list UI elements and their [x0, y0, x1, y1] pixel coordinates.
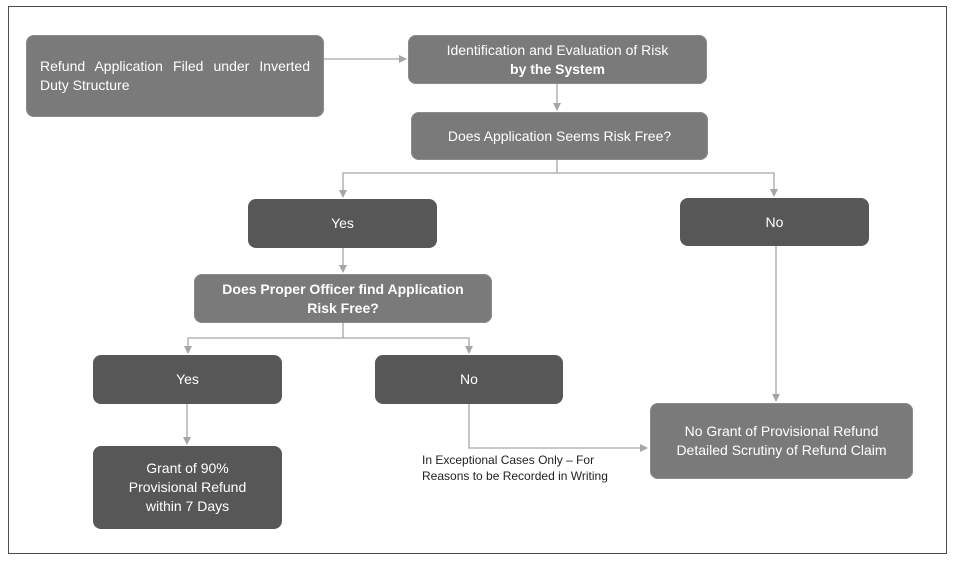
node-officer-question-line1: Does Proper Officer find Application — [222, 280, 464, 297]
node-application-filed-text: Refund Application Filed under Inverted … — [40, 58, 310, 93]
node-no-officer: No — [375, 355, 563, 404]
node-no-officer-text: No — [460, 371, 478, 387]
arrow-officer-to-no — [343, 337, 473, 354]
node-no-system-text: No — [765, 213, 784, 230]
connector-question-split — [339, 160, 558, 198]
node-no-system: No — [680, 198, 869, 246]
node-application-filed: Refund Application Filed under Inverted … — [26, 35, 324, 117]
arrow-question-to-no — [557, 172, 778, 197]
node-yes-officer: Yes — [93, 355, 282, 404]
annotation-exceptional-line1: In Exceptional Cases Only – For — [422, 453, 595, 467]
annotation-exceptional-cases: In Exceptional Cases Only – For Reasons … — [422, 452, 630, 484]
connector-officer-split — [184, 323, 344, 354]
node-identification-line1: Identification and Evaluation of Risk — [446, 41, 669, 58]
diagram-frame — [8, 6, 947, 554]
node-officer-question-line2: Risk Free? — [307, 299, 379, 316]
node-risk-free-question-text: Does Application Seems Risk Free? — [447, 127, 672, 144]
node-identification-line2: by the System — [510, 60, 605, 77]
node-yes-system: Yes — [248, 199, 437, 248]
node-no-grant-scrutiny: No Grant of Provisional Refund Detailed … — [650, 403, 913, 479]
annotation-exceptional-line2: Reasons to be Recorded in Writing — [422, 469, 608, 483]
node-grant-line1: Grant of 90% — [146, 460, 229, 476]
node-identification: Identification and Evaluation of Risk by… — [408, 35, 707, 84]
node-yes-system-text: Yes — [331, 215, 354, 231]
node-yes-officer-text: Yes — [176, 371, 199, 387]
node-no-grant-line1: No Grant of Provisional Refund — [684, 423, 879, 439]
node-no-grant-line2: Detailed Scrutiny of Refund Claim — [676, 442, 887, 458]
arrow-no-to-no-grant-exceptional — [468, 404, 648, 452]
node-grant-line2: Provisional Refund — [128, 479, 247, 495]
node-officer-question: Does Proper Officer find Application Ris… — [194, 274, 492, 323]
node-risk-free-question: Does Application Seems Risk Free? — [411, 112, 708, 160]
node-grant-provisional-refund: Grant of 90% Provisional Refund within 7… — [93, 446, 282, 529]
node-grant-line3: within 7 Days — [145, 498, 230, 514]
